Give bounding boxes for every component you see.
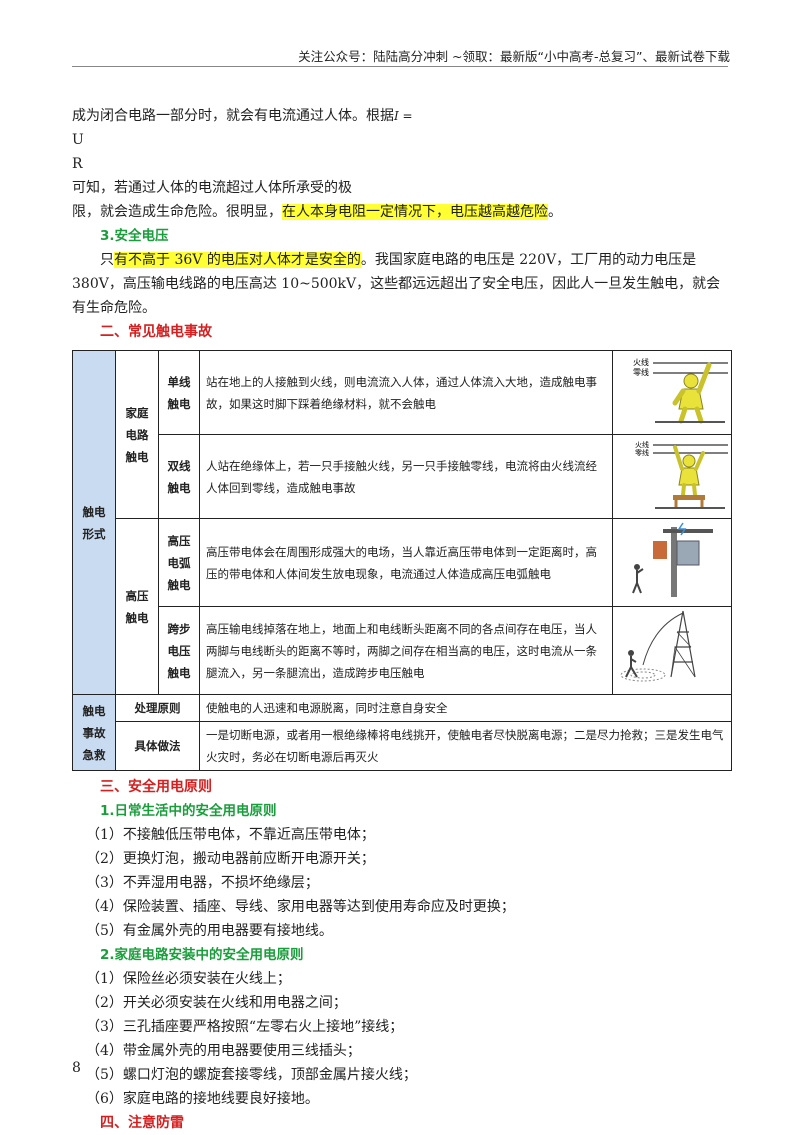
daily-principles-list: （1）不接触低压带电体，不靠近高压带电体； （2）更换灯泡，搬动电器前应断开电源…: [72, 823, 732, 943]
intro-end: 。: [548, 204, 562, 220]
formula-i: I =: [394, 109, 413, 123]
safe-voltage-text: 。我国家庭电路的电压是 220V，工厂用的动力电压是 380V，高压输电线路的电…: [72, 252, 721, 316]
step-text: 高压输电线掉落在地上，地面上和电线断头距离不同的各点间存在电压，当人两脚与电线断…: [199, 606, 613, 695]
single-label: 单线触电: [158, 350, 200, 435]
section-4-heading: 四、注意防雷: [100, 1115, 184, 1131]
principle-text: 使触电的人迅速和电源脱离，同时注意自身安全: [199, 694, 732, 722]
safe-voltage-paragraph: 只有不高于 36V 的电压对人体才是安全的。我国家庭电路的电压是 220V，工厂…: [72, 248, 732, 320]
safe-voltage-heading: 3.安全电压: [100, 228, 169, 244]
intro-text-after: 可知，若通过人体的电流超过人体所承受的极: [72, 180, 352, 196]
single-shock-image: 火线 零线: [612, 350, 732, 435]
hv-label: 高压触电: [115, 518, 159, 695]
arc-text: 高压带电体会在周围形成强大的电场，当人靠近高压带电体到一定距离时，高压的带电体和…: [199, 518, 613, 607]
intro-line-2: 限，就会造成生命危险。很明显，在人本身电阻一定情况下，电压越高越危险。: [72, 200, 732, 224]
safe-voltage-highlight: 有不高于 36V 的电压对人体才是安全的: [114, 252, 361, 268]
arc-shock-image: [612, 518, 732, 607]
step-label: 跨步电压触电: [158, 606, 200, 695]
fire-wire-label: 火线: [633, 357, 649, 367]
principle-label: 处理原则: [115, 694, 200, 722]
formula-u: U: [72, 132, 84, 148]
daily-principles-heading: 1.日常生活中的安全用电原则: [100, 803, 277, 819]
list-item: （3）三孔插座要严格按照“左零右火上接地”接线；: [86, 1019, 404, 1035]
list-item: （2）更换灯泡，搬动电器前应断开电源开关；: [86, 851, 375, 867]
double-shock-image: 火线 零线: [612, 434, 732, 519]
list-item: （1）不接触低压带电体，不靠近高压带电体；: [86, 827, 375, 843]
form-label: 触电形式: [72, 350, 116, 695]
section-2-heading: 二、常见触电事故: [100, 324, 212, 340]
list-item: （4）保险装置、插座、导线、家用电器等达到使用寿命应及时更换；: [86, 899, 515, 915]
step-voltage-image: [612, 606, 732, 695]
double-zero-label: 零线: [635, 448, 649, 457]
list-item: （5）有金属外壳的用电器要有接地线。: [86, 923, 333, 939]
intro-line-1: 成为闭合电路一部分时，就会有电流通过人体。根据I =: [72, 104, 732, 128]
emergency-label: 触电事故急救: [72, 694, 116, 771]
list-item: （2）开关必须安装在火线和用电器之间；: [86, 995, 347, 1011]
electric-shock-table: 触电形式 家庭电路触电 单线触电 站在地上的人接触到火线，则电流流入人体，通过人…: [72, 350, 732, 771]
method-text: 一是切断电源，或者用一根绝缘棒将电线挑开，使触电者尽快脱离电源；二是尽力抢救；三…: [199, 721, 732, 771]
install-principles-list: （1）保险丝必须安装在火线上； （2）开关必须安装在火线和用电器之间； （3）三…: [72, 967, 732, 1111]
intro-highlight: 在人本身电阻一定情况下，电压越高越危险: [282, 204, 548, 220]
list-item: （1）保险丝必须安装在火线上；: [86, 971, 291, 987]
intro-text-2: 限，就会造成生命危险。很明显，: [72, 204, 282, 220]
arc-label: 高压电弧触电: [158, 518, 200, 607]
double-text: 人站在绝缘体上，若一只手接触火线，另一只手接触零线，电流将由火线流经人体回到零线…: [199, 434, 613, 519]
method-label: 具体做法: [115, 721, 200, 771]
list-item: （6）家庭电路的接地线要良好接地。: [86, 1091, 319, 1107]
zero-wire-label: 零线: [633, 367, 649, 377]
formula-r: R: [72, 156, 83, 172]
list-item: （4）带金属外壳的用电器要使用三线插头；: [86, 1043, 361, 1059]
section-3-heading: 三、安全用电原则: [100, 779, 212, 795]
header-divider: [72, 66, 728, 67]
install-principles-heading: 2.家庭电路安装中的安全用电原则: [100, 947, 304, 963]
intro-text: 成为闭合电路一部分时，就会有电流通过人体。根据: [72, 108, 394, 124]
page-number: 8: [72, 1060, 81, 1076]
double-label: 双线触电: [158, 434, 200, 519]
page-header: 关注公众号：陆陆高分冲刺 ~领取：最新版“小中高考-总复习”、最新试卷下载: [298, 49, 730, 64]
double-fire-label: 火线: [635, 440, 649, 449]
safe-voltage-pre: 只: [100, 252, 114, 268]
list-item: （3）不弄湿用电器，不损坏绝缘层；: [86, 875, 319, 891]
home-label: 家庭电路触电: [115, 350, 159, 519]
single-text: 站在地上的人接触到火线，则电流流入人体，通过人体流入大地，造成触电事故，如果这时…: [199, 350, 613, 435]
list-item: （5）螺口灯泡的螺旋套接零线，顶部金属片接火线；: [86, 1067, 417, 1083]
ohm-formula: I =: [394, 104, 421, 128]
